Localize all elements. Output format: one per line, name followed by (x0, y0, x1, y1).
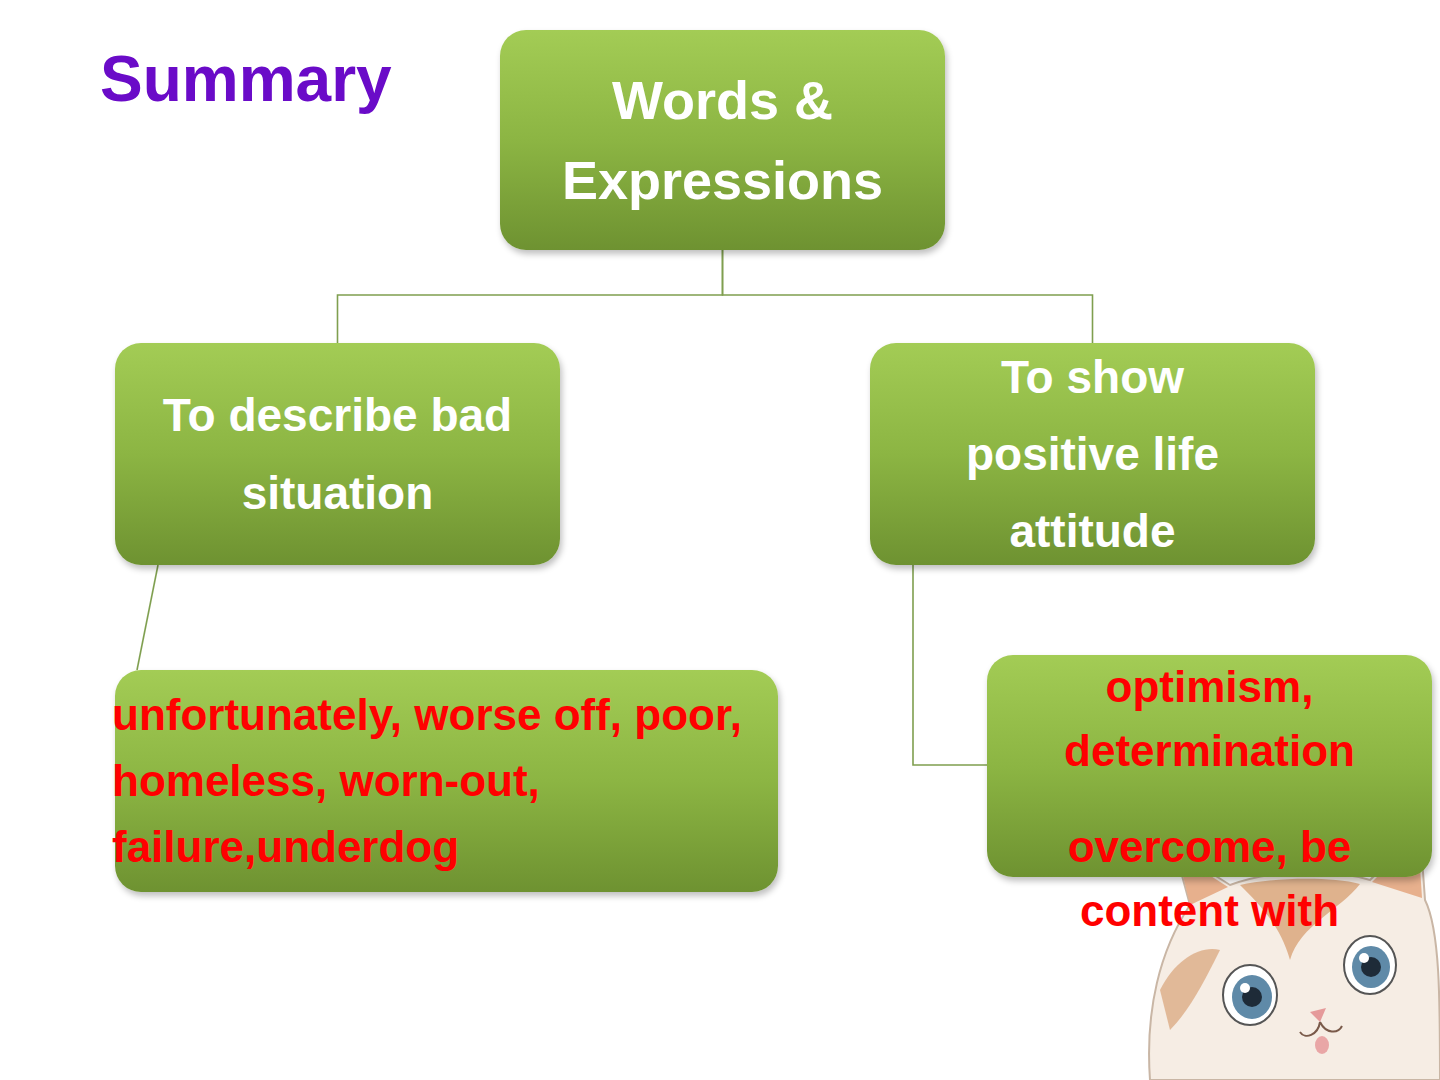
word-list-box: optimism, determinationovercome, be cont… (987, 655, 1432, 877)
node-text: To show positive life attitude (930, 339, 1255, 570)
node-text: optimism, determination (997, 655, 1422, 783)
node-text: To describe bad situation (125, 376, 550, 532)
root-topic-box: Words & Expressions (500, 30, 945, 250)
tree-connector (723, 250, 1093, 343)
tree-connector (137, 565, 158, 670)
node-text: unfortunately, worse off, poor, homeless… (112, 682, 778, 880)
category-box: To show positive life attitude (870, 343, 1315, 565)
node-text: Words & Expressions (520, 60, 925, 220)
slide-title: Summary (100, 42, 392, 116)
node-text: overcome, be content with (997, 815, 1422, 943)
tree-connector (338, 250, 723, 343)
word-list-box: unfortunately, worse off, poor, homeless… (115, 670, 778, 892)
category-box: To describe bad situation (115, 343, 560, 565)
tree-connector (913, 565, 987, 765)
